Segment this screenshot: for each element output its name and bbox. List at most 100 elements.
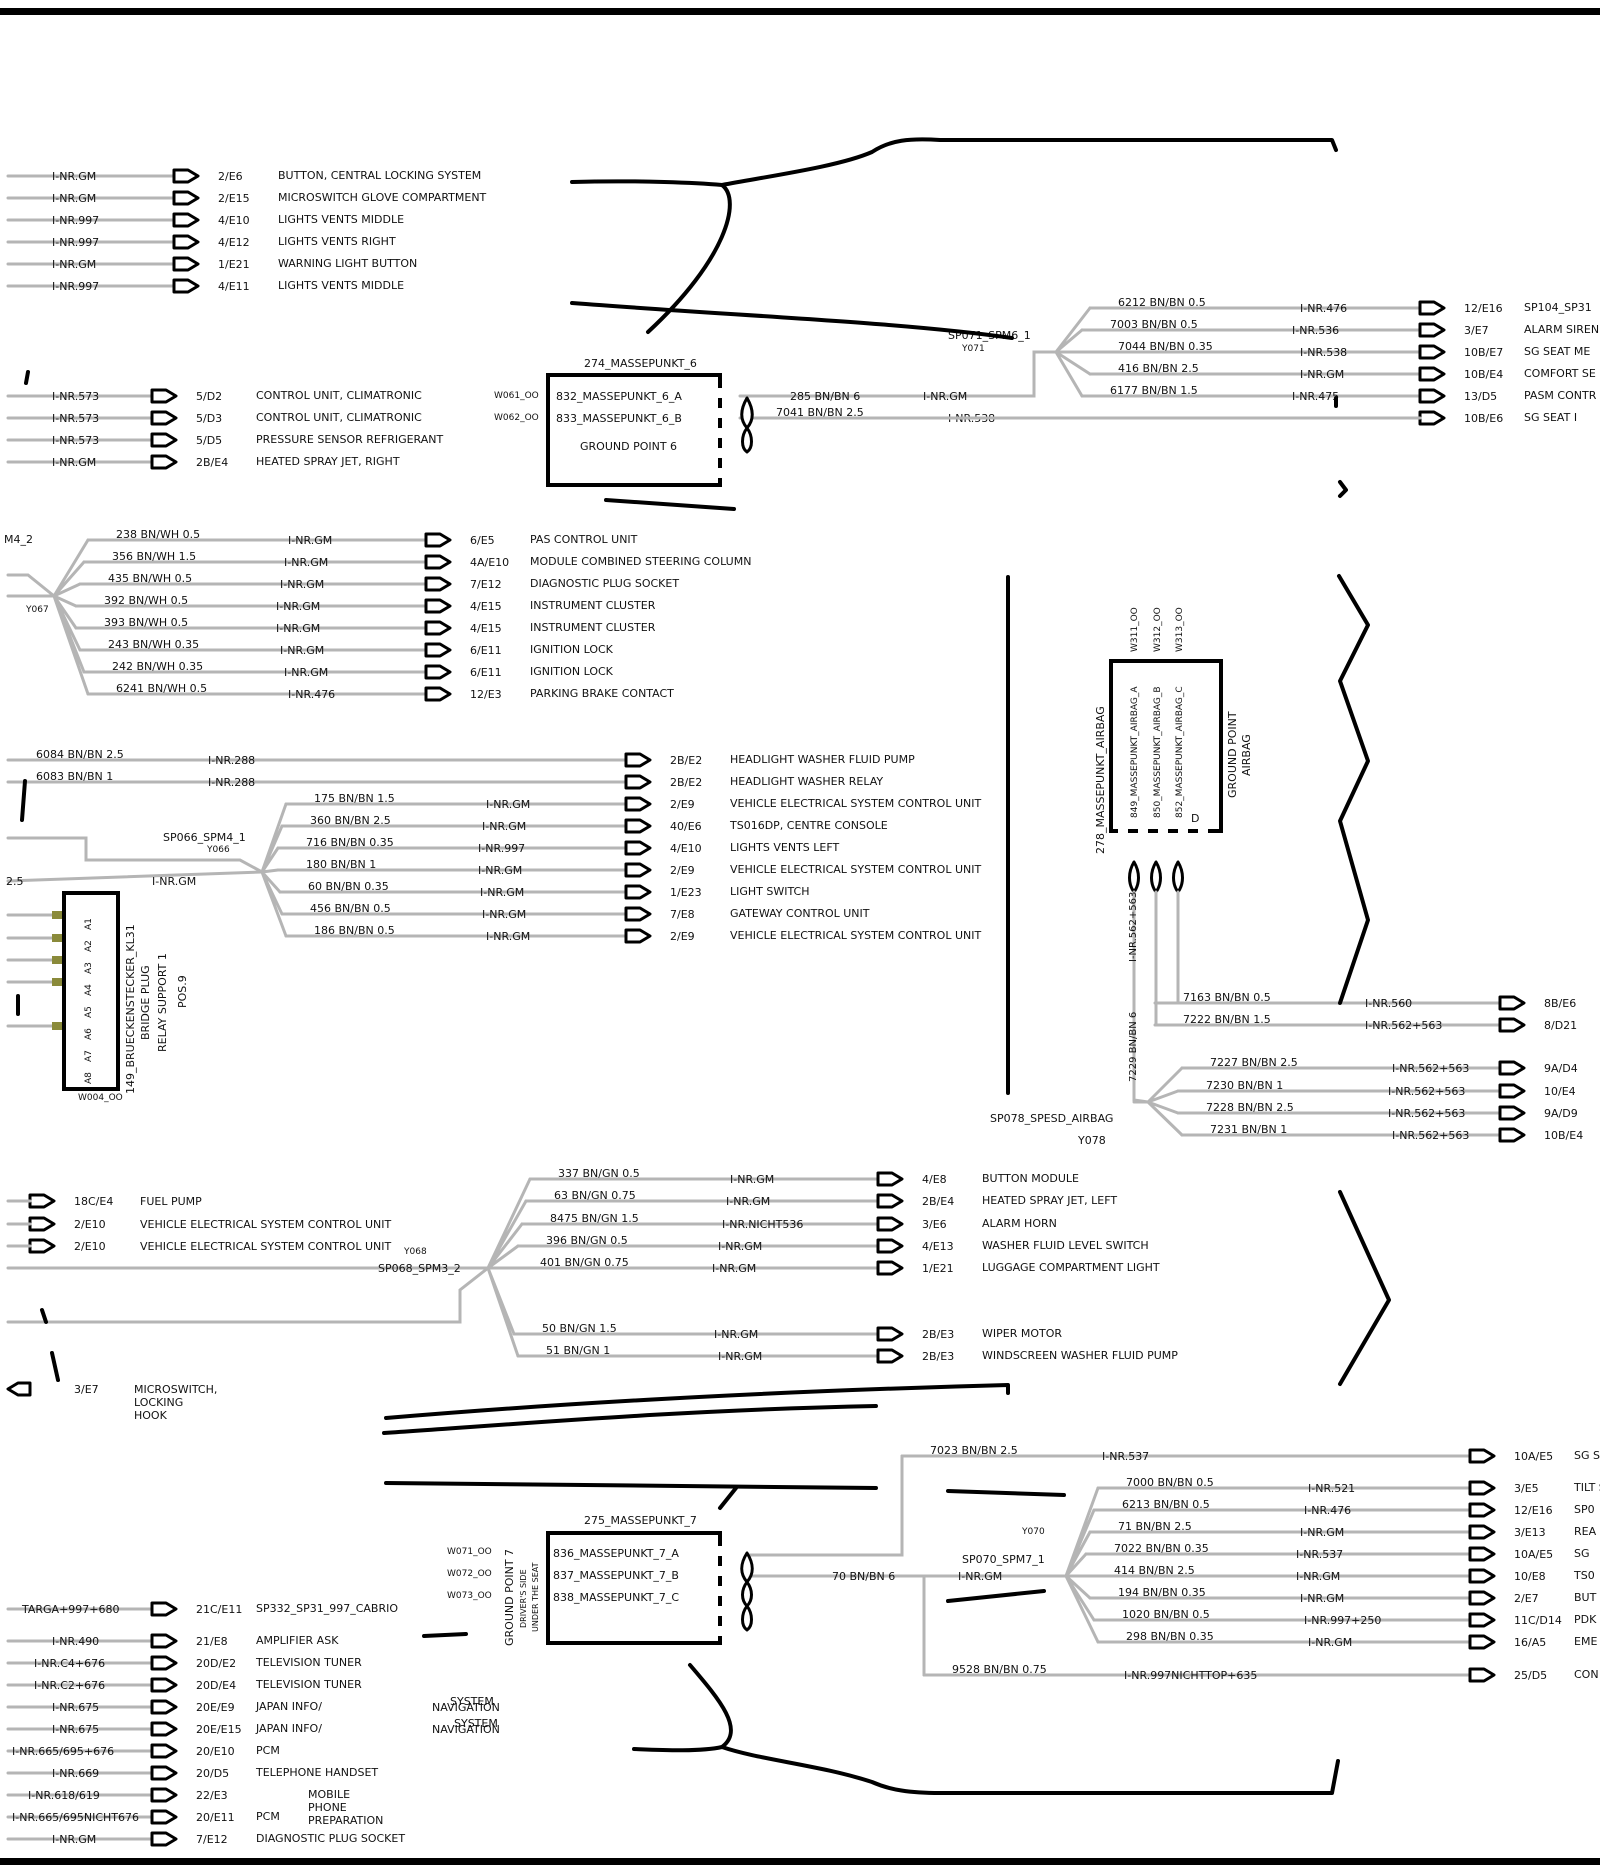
connector-arrow-icon (1418, 366, 1446, 382)
bridge-pin: A1 (84, 918, 94, 930)
wire-desc: PCM (256, 1744, 280, 1757)
wire-spec: 337 BN/GN 0.5 (558, 1167, 640, 1180)
connector-arrow-icon (876, 1216, 904, 1232)
wire-ref: 9A/D9 (1544, 1107, 1578, 1120)
wire-spec: 7222 BN/BN 1.5 (1183, 1013, 1271, 1026)
wire-ref: 2/E6 (218, 170, 243, 183)
wire-spec: 7003 BN/BN 0.5 (1110, 318, 1198, 331)
wire-inr: I-NR.GM (714, 1328, 758, 1341)
wire-desc: PASM CONTR (1524, 389, 1597, 402)
wire-spec: 50 BN/GN 1.5 (542, 1322, 617, 1335)
bridge-pin: A8 (84, 1072, 94, 1084)
wire-ref: 3/E5 (1514, 1482, 1539, 1495)
wire-ref: 4/E10 (218, 214, 250, 227)
wire-desc: JAPAN INFO/ (255, 1722, 322, 1735)
ground-point-6-a: 832_MASSEPUNKT_6_A (556, 390, 682, 403)
left-arrow-desc: FUEL PUMP (140, 1195, 202, 1208)
wire-ref: 20E/E9 (196, 1701, 235, 1714)
connector-arrow-icon (150, 1699, 178, 1715)
wire-inr: I-NR.675 (52, 1701, 99, 1714)
ground-point-7-c: 838_MASSEPUNKT_7_C (553, 1591, 679, 1604)
wire-ref: 10B/E4 (1464, 368, 1503, 381)
wire-spec: 396 BN/GN 0.5 (546, 1234, 628, 1247)
connector-arrow-icon (1468, 1568, 1496, 1584)
left-arrow-ref: 2/E10 (74, 1240, 106, 1253)
wire-spec: 7230 BN/BN 1 (1206, 1079, 1283, 1092)
bridge-pin: A7 (84, 1050, 94, 1062)
wire-inr: I-NR.665/695NICHT676 (12, 1811, 139, 1824)
connector-arrow-icon (172, 256, 200, 272)
left-arrow-ref: 18C/E4 (74, 1195, 113, 1208)
connector-arrow-icon (1468, 1590, 1496, 1606)
airbag-c: 852_MASSEPUNKT_AIRBAG_C (1175, 686, 1185, 818)
wire-ref: 25/D5 (1514, 1669, 1547, 1682)
wire-ref: 10B/E4 (1544, 1129, 1583, 1142)
wire-spec: 356 BN/WH 1.5 (112, 550, 196, 563)
wire-spec: 6083 BN/BN 1 (36, 770, 113, 783)
wire-desc: REA (1574, 1525, 1597, 1538)
connector-arrow-icon (150, 1721, 178, 1737)
wire-desc: SG SEAT ME (1524, 345, 1590, 358)
wire-spec: 392 BN/WH 0.5 (104, 594, 188, 607)
connector-arrow-icon (1418, 410, 1446, 426)
wire-desc: LUGGAGE COMPARTMENT LIGHT (982, 1261, 1160, 1274)
connector-arrow-icon (6, 1381, 32, 1397)
wire-inr: I-NR.475 (1292, 390, 1339, 403)
connector-arrow-icon (1468, 1546, 1496, 1562)
connector-arrow-icon (1498, 1127, 1526, 1143)
connector-arrow-icon (624, 796, 652, 812)
splice-y070-label: Y070 (1021, 1527, 1045, 1537)
wire-inr: I-NR.GM (288, 534, 332, 547)
bridge-plug-pos: POS.9 (176, 975, 189, 1008)
connector-arrow-icon (876, 1348, 904, 1364)
wire-inr: I-NR.288 (208, 776, 255, 789)
wire-desc: LIGHTS VENTS MIDDLE (278, 279, 404, 292)
ring-terminal-icon (740, 396, 754, 454)
connector-arrow-icon (424, 620, 452, 636)
wire-ref: 10B/E6 (1464, 412, 1503, 425)
ground-point-7-side1: DRIVER'S SIDE (519, 1569, 528, 1628)
wire-ref: 7/E12 (470, 578, 502, 591)
wire-inr: I-NR.GM (284, 556, 328, 569)
wire-ref: 3/E13 (1514, 1526, 1546, 1539)
wire-desc: COMFORT SE (1524, 367, 1596, 380)
connector-arrow-icon (28, 1193, 56, 1209)
connector-arrow-icon (1468, 1502, 1496, 1518)
connector-arrow-icon (624, 840, 652, 856)
w313-label: W313_OO (1175, 607, 1185, 652)
wire-inr: I-NR.GM (280, 644, 324, 657)
wire-spec: 9528 BN/BN 0.75 (952, 1663, 1047, 1676)
wire-inr: I-NR.C2+676 (34, 1679, 105, 1692)
connector-arrow-icon (150, 1787, 178, 1803)
wire-ref: 5/D2 (196, 390, 222, 403)
wire-desc: SG (1574, 1547, 1590, 1560)
wire-inr: I-NR.GM (284, 666, 328, 679)
wire-ref: 8B/E6 (1544, 997, 1576, 1010)
wire-desc: ALARM SIREN (1524, 323, 1599, 336)
wire-desc: HEADLIGHT WASHER RELAY (730, 775, 883, 788)
wire-inr: I-NR.560 (1365, 997, 1412, 1010)
connector-arrow-icon (1468, 1612, 1496, 1628)
splice-sp078-label: SP078_SPESD_AIRBAG (990, 1112, 1113, 1125)
wire-desc: CONTROL UNIT, CLIMATRONIC (256, 411, 422, 424)
wire-70-inr: I-NR.GM (958, 1570, 1002, 1583)
connector-arrow-icon (1468, 1524, 1496, 1540)
